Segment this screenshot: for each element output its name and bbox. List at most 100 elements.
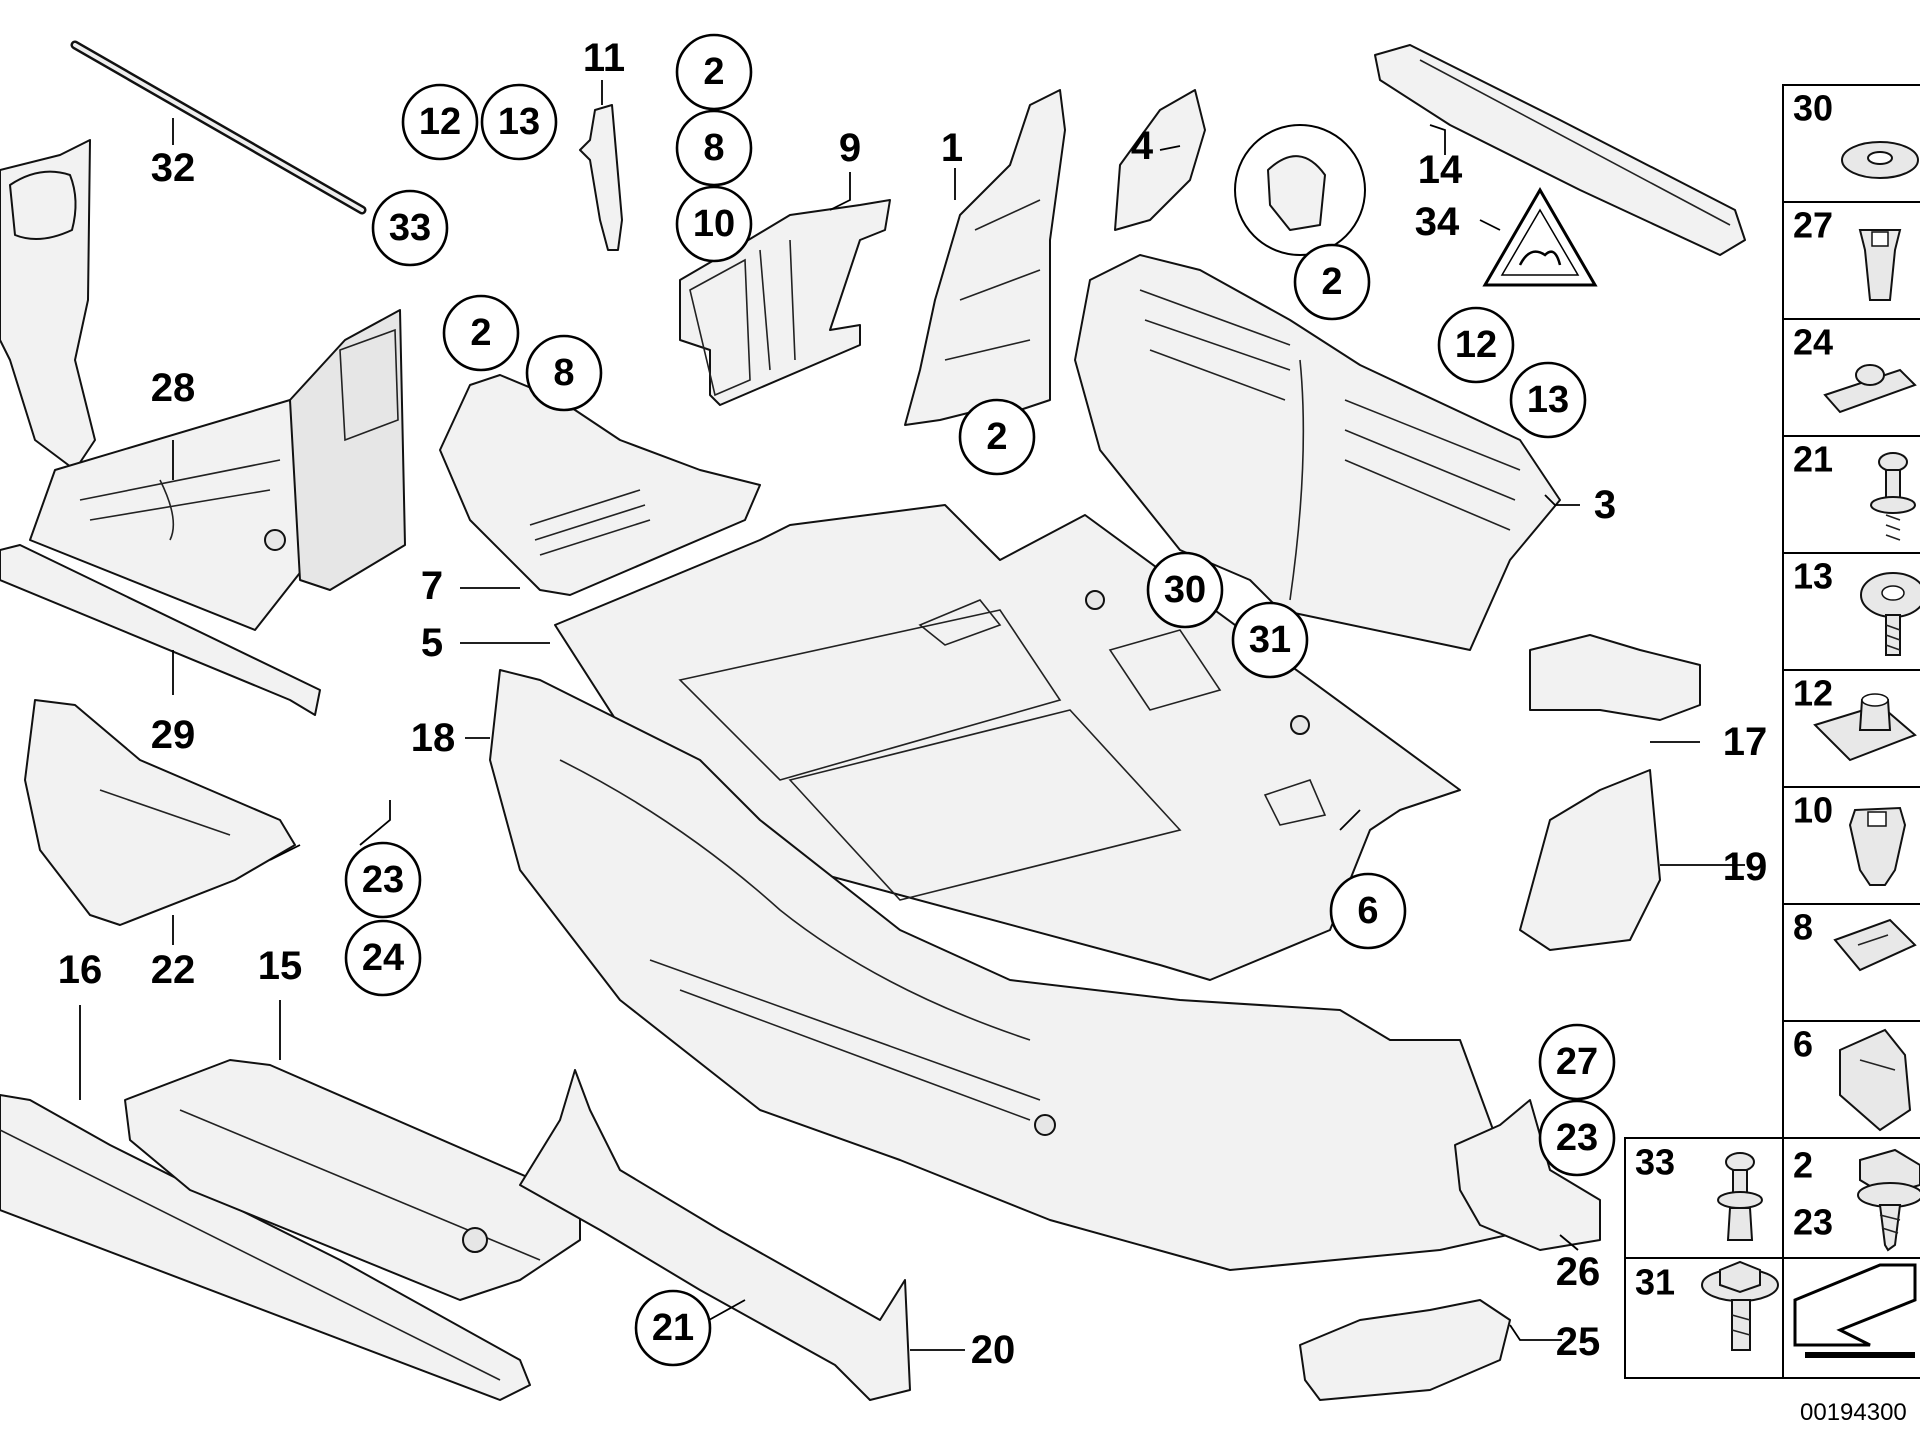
svg-text:27: 27 [1556,1041,1598,1083]
svg-text:2: 2 [470,312,491,354]
part-15-cover [124,1059,581,1301]
part-17-duct [1529,634,1701,721]
callout-32: 32 [151,146,196,190]
legend-label: 10 [1793,790,1833,831]
circled-callout-27: 27 [1538,1023,1616,1101]
svg-text:2: 2 [986,416,1007,458]
plain-callouts: 32 11 9 1 4 14 34 28 3 7 5 18 29 17 19 1… [58,36,1768,1372]
warning-label-icon [1482,187,1598,287]
callout-17: 17 [1723,720,1768,764]
circled-callouts: 2 8 10 12 13 33 2 8 2 2 12 13 30 31 23 2… [344,33,1616,1367]
callout-29: 29 [151,713,196,757]
part-11-bracket [579,104,623,251]
callout-5: 5 [421,621,443,665]
circled-callout-12: 12 [401,83,479,161]
callout-26: 26 [1556,1250,1601,1294]
part-19-duct [1519,769,1661,951]
part-28-air-duct [0,139,406,631]
callout-25: 25 [1556,1320,1601,1364]
circled-callout-21: 21 [634,1289,712,1367]
legend-label: 27 [1793,205,1833,246]
callout-14: 14 [1418,148,1463,192]
part-16-cover [0,1094,531,1401]
legend-label: 31 [1635,1262,1675,1303]
svg-text:10: 10 [693,203,735,245]
svg-text:31: 31 [1249,619,1291,661]
circled-callout-2: 2 [958,398,1036,476]
legend-label: 21 [1793,439,1833,480]
svg-text:13: 13 [1527,379,1569,421]
rivet-icon [1717,1152,1763,1241]
svg-text:8: 8 [703,127,724,169]
callout-16: 16 [58,948,103,992]
part-29-strip [0,544,321,716]
part-3-radiator-duct [1074,254,1561,651]
callout-4: 4 [1131,124,1154,168]
circled-callout-12: 12 [1437,306,1515,384]
collar-screw-icon [1860,572,1920,656]
fastener-legend: 30 27 24 21 13 12 10 8 6 [1624,84,1920,1379]
spring-clip-icon [1833,918,1917,972]
callout-9: 9 [839,126,861,170]
circled-callout-13: 13 [480,83,558,161]
clip-nut-icon [1823,364,1917,414]
circled-callout-2: 2 [442,294,520,372]
part-18-front-underpanel [489,669,1531,1271]
circled-callout-23: 23 [1538,1099,1616,1177]
circled-callout-10: 10 [675,185,753,263]
circled-callout-24: 24 [344,919,422,997]
svg-text:30: 30 [1164,569,1206,611]
part-drawings [0,40,1746,1401]
svg-text:12: 12 [1455,324,1497,366]
part-25-bracket [1299,1299,1511,1401]
svg-text:8: 8 [553,352,574,394]
svg-text:24: 24 [362,937,404,979]
callout-22: 22 [151,948,196,992]
part-clip-detail [1234,124,1366,256]
circled-callout-23: 23 [344,841,422,919]
circled-callout-6: 6 [1329,872,1407,950]
hex-screw-icon [1857,1148,1920,1252]
svg-text:6: 6 [1357,890,1378,932]
callout-20: 20 [971,1328,1016,1372]
expansion-nut-icon [1858,229,1902,301]
svg-text:23: 23 [362,859,404,901]
circled-callout-31: 31 [1231,601,1309,679]
arrow-icon [1793,1263,1917,1358]
diagram-code: 00194300 [1800,1399,1907,1426]
circled-callout-33: 33 [371,189,449,267]
svg-text:33: 33 [389,207,431,249]
callout-7: 7 [421,564,443,608]
callout-28: 28 [151,366,196,410]
part-4-bracket [1114,89,1206,231]
flange-bolt-icon [1701,1260,1779,1351]
washer-icon [1841,141,1919,179]
svg-text:2: 2 [703,51,724,93]
part-26-bracket [1454,1099,1601,1251]
svg-text:13: 13 [498,101,540,143]
callout-3: 3 [1594,483,1616,527]
bracket-clip-icon [1839,1028,1912,1132]
legend-label: 13 [1793,556,1833,597]
speed-nut-icon [1813,693,1917,762]
callout-34: 34 [1415,200,1460,244]
screw-icon [1870,452,1916,541]
callout-11: 11 [583,36,625,80]
legend-label: 8 [1793,907,1813,948]
svg-text:12: 12 [419,101,461,143]
legend-label: 23 [1793,1202,1833,1243]
svg-text:23: 23 [1556,1117,1598,1159]
svg-text:2: 2 [1321,261,1342,303]
part-1-air-guide [904,89,1066,426]
circled-callout-8: 8 [675,109,753,187]
circled-callout-13: 13 [1509,361,1587,439]
svg-text:21: 21 [652,1307,694,1349]
legend-label: 33 [1635,1142,1675,1183]
circled-callout-8: 8 [525,334,603,412]
callout-18: 18 [411,716,456,760]
circled-callout-2: 2 [1293,243,1371,321]
callout-1: 1 [941,126,963,170]
legend-label: 6 [1793,1024,1813,1065]
legend-label: 2 [1793,1145,1813,1186]
